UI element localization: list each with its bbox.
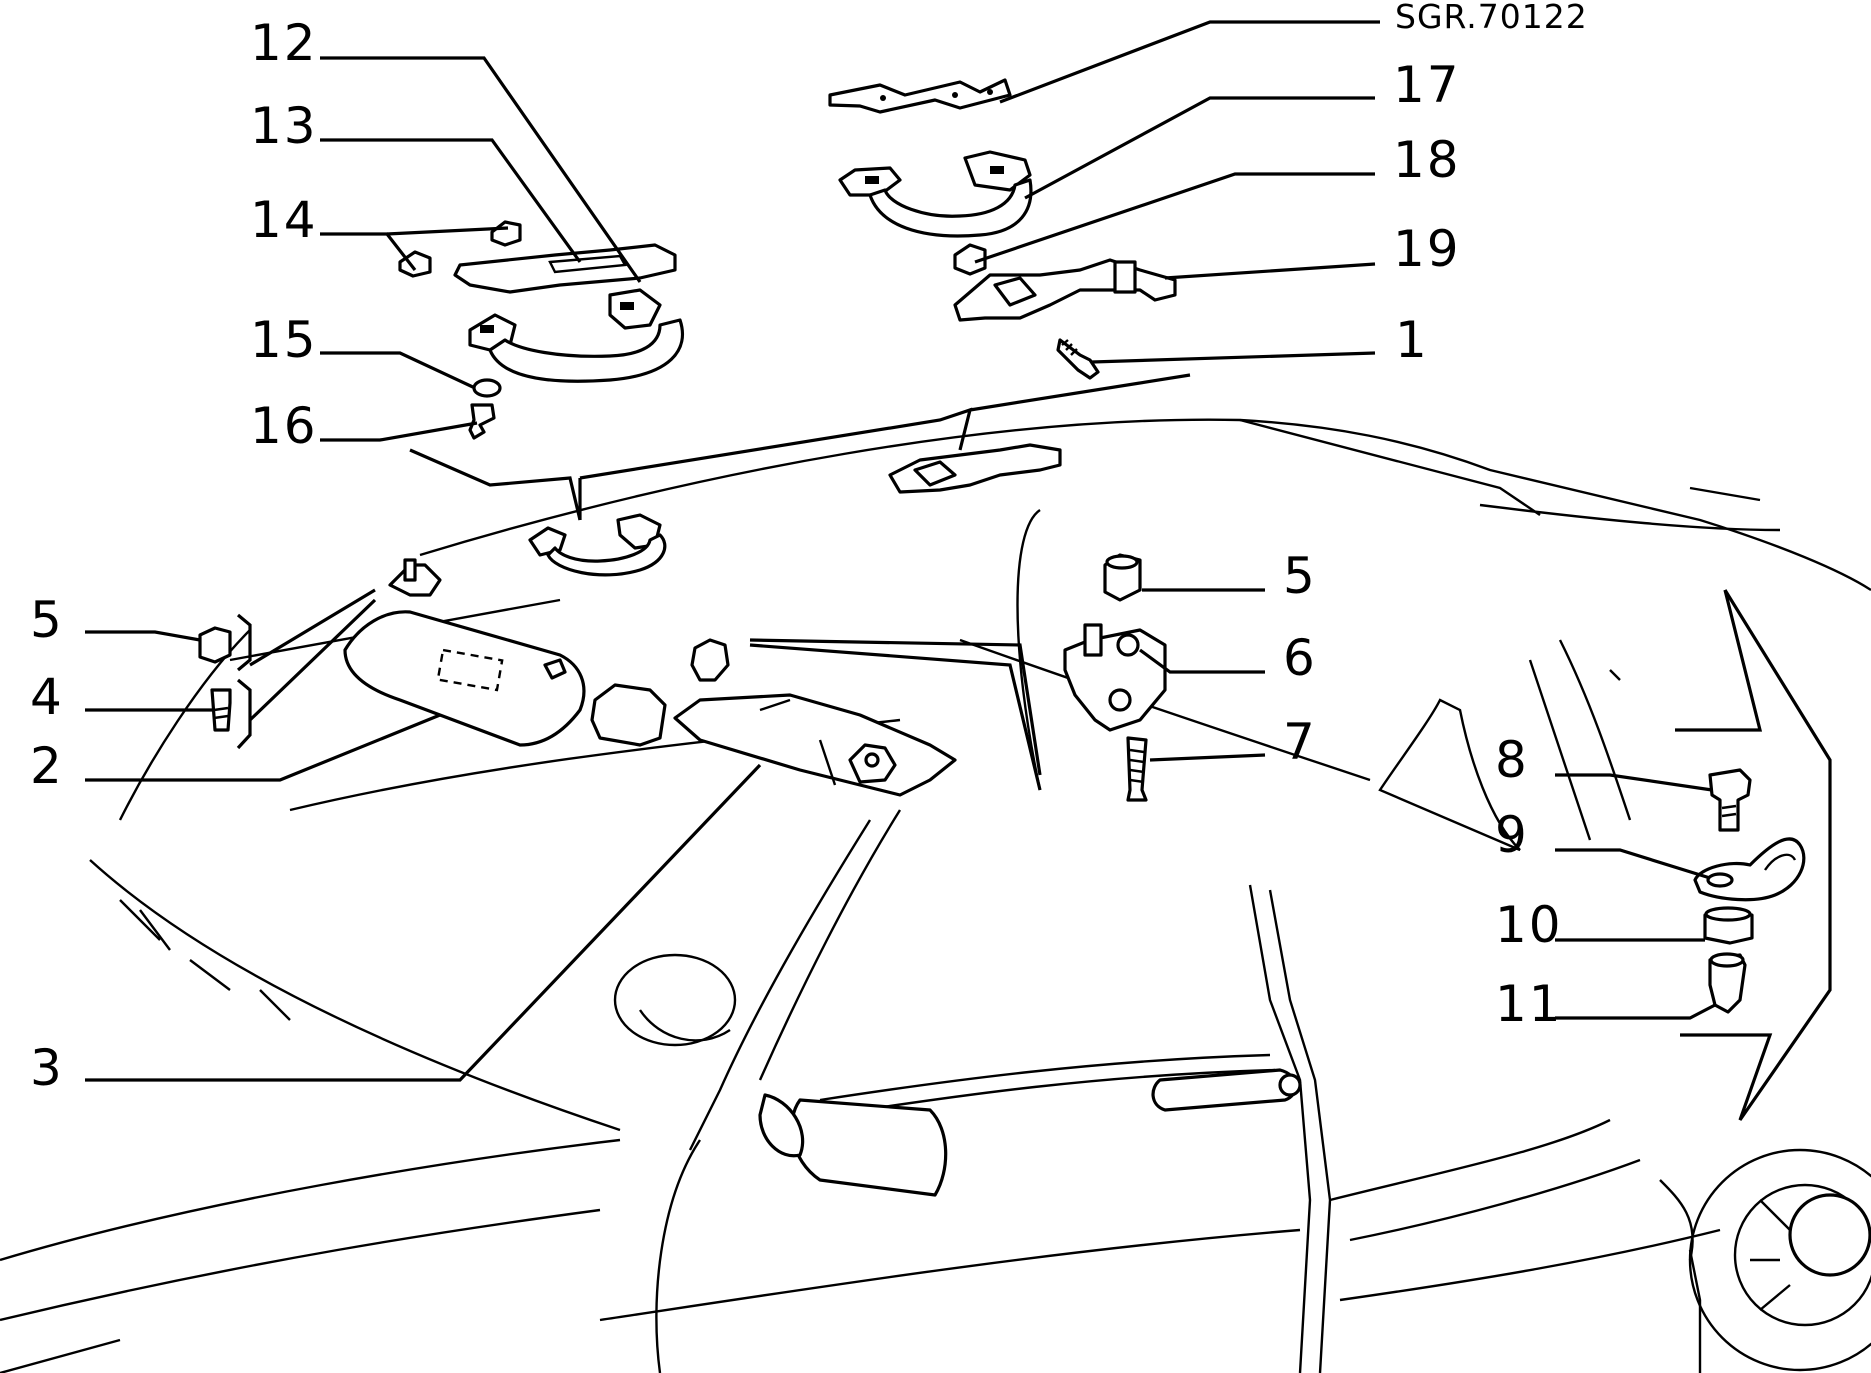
- visor-pad: [590, 683, 667, 747]
- grab-handle-rear: [838, 150, 1033, 238]
- roof-handle-assembled-rear: [888, 443, 1062, 494]
- callout-18: 18: [1393, 131, 1461, 189]
- leader-lines: [85, 20, 1832, 1121]
- roof-handle-assembled-front: [528, 513, 667, 577]
- screw-16: [468, 403, 496, 440]
- bracket-left-bracket: [236, 613, 252, 750]
- callout-labels: SGR.70122 12 13 14 15 16 17 18 19 1 5 4 …: [30, 0, 1588, 1097]
- nut-5-left: [198, 626, 232, 664]
- screw-1: [1056, 338, 1100, 380]
- bracket-9: [1693, 837, 1806, 902]
- nut-5-right: [1103, 553, 1142, 602]
- callout-5-left: 5: [30, 591, 64, 649]
- grab-handle-19: [953, 258, 1177, 322]
- callout-19: 19: [1393, 220, 1461, 278]
- callout-12: 12: [250, 14, 318, 72]
- callout-9: 9: [1495, 806, 1529, 864]
- callout-10: 10: [1495, 896, 1563, 954]
- grab-handle-cover-plate: [828, 78, 1012, 114]
- washer-15: [472, 378, 502, 398]
- callout-2: 2: [30, 737, 64, 795]
- screw-7: [1126, 736, 1148, 802]
- callout-3: 3: [30, 1039, 64, 1097]
- callout-14: 14: [250, 191, 318, 249]
- callout-11: 11: [1495, 975, 1563, 1033]
- spacer-10: [1703, 906, 1754, 945]
- sun-visor-right: [673, 693, 957, 797]
- callout-6: 6: [1283, 629, 1317, 687]
- mounting-plate-13: [453, 243, 677, 294]
- callout-13: 13: [250, 97, 318, 155]
- bracket-6: [1063, 623, 1167, 732]
- sun-visor-left: [343, 558, 586, 747]
- clip-18: [953, 243, 987, 276]
- visor-clip: [690, 638, 730, 682]
- callout-7: 7: [1283, 713, 1317, 771]
- grab-handle-front: [468, 288, 685, 383]
- callout-17: 17: [1393, 56, 1461, 114]
- reference-code: SGR.70122: [1395, 0, 1588, 36]
- car-body-outline: [0, 418, 1871, 1373]
- callout-8: 8: [1495, 731, 1529, 789]
- screw-4: [210, 688, 232, 732]
- callout-5-right: 5: [1283, 547, 1317, 605]
- callout-4: 4: [30, 668, 64, 726]
- callout-15: 15: [250, 311, 318, 369]
- screw-8: [1708, 768, 1752, 832]
- callout-1: 1: [1395, 311, 1429, 369]
- callout-16: 16: [250, 397, 318, 455]
- plug-11: [1708, 952, 1747, 1014]
